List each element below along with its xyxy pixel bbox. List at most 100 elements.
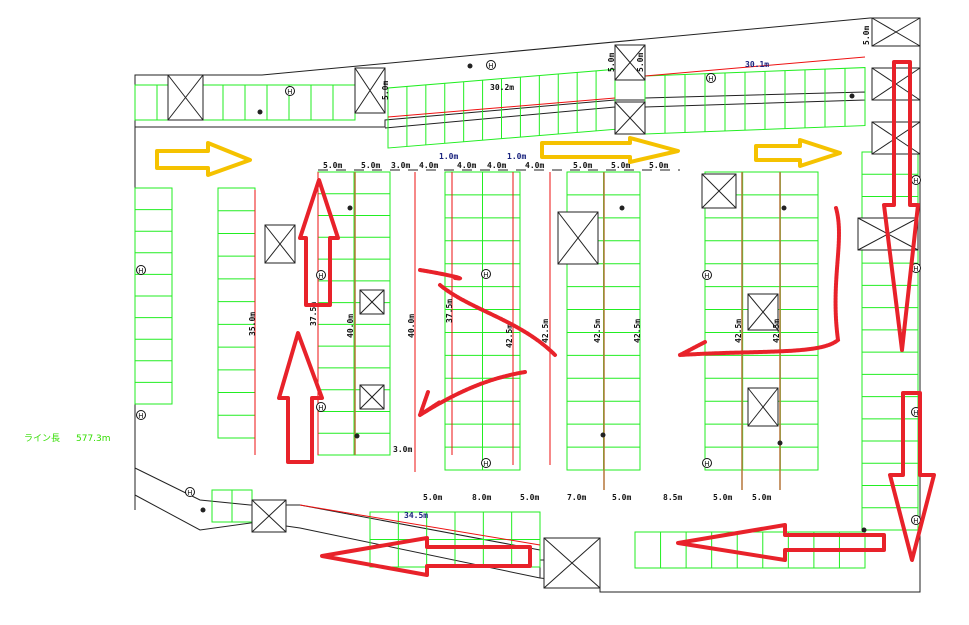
- equipment-box-icon: [251, 499, 287, 533]
- width-label: 5.0m: [636, 53, 645, 72]
- bottom-aisle-label: 5.0m: [713, 493, 732, 502]
- slanted-stall-row-left: [387, 68, 616, 149]
- aisle-label: 4.0m: [525, 161, 544, 170]
- svg-text:H: H: [913, 517, 918, 525]
- line-length-label: 37.5m: [309, 302, 318, 326]
- markers: H H H H H H H H H H H H H H H H: [136, 60, 921, 533]
- aisle-label: 4.0m: [487, 161, 506, 170]
- scribble-arrow: [418, 268, 557, 357]
- equipment-box-icon: [359, 289, 385, 315]
- hydrant-icon: H: [702, 458, 712, 468]
- flow-arrow-right-icon: [155, 141, 252, 177]
- equipment-box-icon: [359, 384, 385, 410]
- stall-block: [387, 68, 616, 149]
- hydrant-icon: H: [316, 270, 326, 280]
- hydrant-icon: H: [136, 410, 146, 420]
- arrow-down-icon: [888, 391, 936, 562]
- svg-text:H: H: [913, 265, 918, 273]
- width-label: 5.0m: [862, 26, 871, 45]
- svg-text:H: H: [913, 409, 918, 417]
- hydrant-icon: H: [185, 487, 195, 497]
- aisle-label: 3.0m: [393, 445, 412, 454]
- post-marker-icon: [467, 63, 473, 69]
- aisle-label: 5.0m: [611, 161, 630, 170]
- aisle-label: 5.0m: [361, 161, 380, 170]
- aisle-label: 4.0m: [419, 161, 438, 170]
- dimension-labels: 5.0m 30.2m 5.0m 5.0m 30.1m 5.0m 5.0m 5.0…: [24, 26, 871, 520]
- flow-arrow-right-icon: [754, 138, 842, 168]
- aisle-label: 1.0m: [507, 152, 526, 161]
- post-marker-icon: [849, 93, 855, 99]
- line-length-label: 42.5m: [505, 324, 514, 348]
- post-marker-icon: [200, 507, 206, 513]
- hydrant-icon: H: [481, 458, 491, 468]
- aisle-label: 4.0m: [457, 161, 476, 170]
- svg-text:H: H: [138, 267, 143, 275]
- aisle-label: 5.0m: [649, 161, 668, 170]
- svg-text:H: H: [318, 404, 323, 412]
- bottom-aisle-label: 7.0m: [567, 493, 586, 502]
- hydrant-icon: H: [911, 175, 921, 185]
- bottom-aisle-label: 5.0m: [520, 493, 539, 502]
- line-length-label: 42.5m: [734, 319, 743, 343]
- svg-text:H: H: [318, 272, 323, 280]
- arrow-up-icon: [277, 331, 324, 464]
- post-marker-icon: [600, 432, 606, 438]
- equipment-box-icon: [614, 101, 646, 135]
- line-length-label: 40.0m: [407, 314, 416, 338]
- equipment-box-icon: [264, 224, 296, 264]
- svg-text:H: H: [138, 412, 143, 420]
- scribble-arrow: [418, 370, 527, 417]
- line-length-label: 35.0m: [248, 312, 257, 336]
- bottom-aisle-label: 8.5m: [663, 493, 682, 502]
- post-marker-icon: [781, 205, 787, 211]
- equipment-box-icon: [701, 173, 737, 209]
- hydrant-icon: H: [316, 402, 326, 412]
- bottom-aisle-label: 5.0m: [612, 493, 631, 502]
- equipment-box-icon: [747, 387, 779, 427]
- svg-text:H: H: [483, 271, 488, 279]
- equipment-box-icon: [871, 17, 921, 47]
- arrow-down-icon: [882, 60, 920, 352]
- post-marker-icon: [619, 205, 625, 211]
- arrow-left-icon: [676, 523, 886, 562]
- equipment-box-icon: [354, 67, 386, 114]
- equipment-box-icon: [747, 293, 779, 331]
- post-marker-icon: [257, 109, 263, 115]
- scribble-arrow: [678, 206, 841, 357]
- hydrant-icon: H: [706, 73, 716, 83]
- svg-text:H: H: [488, 62, 493, 70]
- bottom-aisle-label: 8.0m: [472, 493, 491, 502]
- stall-block: [134, 187, 173, 405]
- svg-text:H: H: [287, 88, 292, 96]
- aisle-label: 3.0m: [391, 161, 410, 170]
- aisle-label: 1.0m: [439, 152, 458, 161]
- equipment-box-icon: [543, 537, 601, 589]
- annotation-arrows: [277, 60, 936, 577]
- svg-text:H: H: [187, 489, 192, 497]
- svg-text:H: H: [704, 460, 709, 468]
- post-marker-icon: [777, 440, 783, 446]
- line-length-label: 40.0m: [346, 314, 355, 338]
- bottom-aisle-label: 5.0m: [752, 493, 771, 502]
- line-length-label: 37.5m: [445, 299, 454, 323]
- legend-value: 577.3m: [76, 434, 111, 444]
- equipment-box-icon: [167, 74, 204, 121]
- aisle-label: 5.0m: [573, 161, 592, 170]
- hydrant-icon: H: [486, 60, 496, 70]
- svg-text:H: H: [704, 272, 709, 280]
- arrow-left-icon: [320, 536, 532, 577]
- svg-text:H: H: [708, 75, 713, 83]
- length-label: 30.1m: [745, 60, 769, 69]
- line-length-label: 42.5m: [772, 319, 781, 343]
- line-length-label: 34.5m: [404, 511, 428, 520]
- legend-label: ライン長: [24, 433, 60, 444]
- post-marker-icon: [861, 527, 867, 533]
- line-length-label: 42.5m: [633, 319, 642, 343]
- line-length-label: 42.5m: [541, 319, 550, 343]
- svg-text:H: H: [913, 177, 918, 185]
- stall-block: [444, 171, 521, 471]
- line-length-label: 42.5m: [593, 319, 602, 343]
- width-label: 5.0m: [381, 81, 390, 100]
